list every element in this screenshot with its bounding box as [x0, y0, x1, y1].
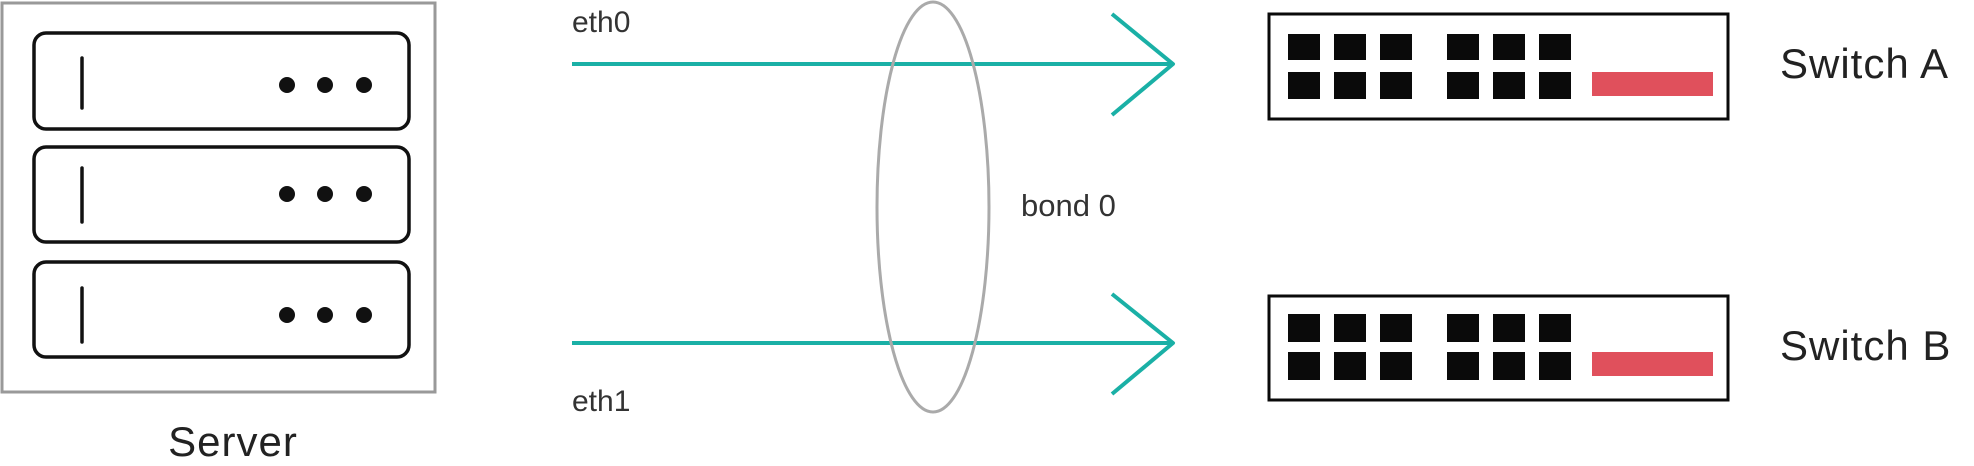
eth0-label: eth0	[572, 6, 630, 39]
switch-port	[1380, 314, 1412, 342]
switch-port	[1539, 72, 1571, 99]
bond: bond 0	[875, 0, 1116, 414]
server: Server	[0, 1, 437, 465]
switch-port	[1539, 352, 1571, 380]
switch-port	[1334, 314, 1366, 342]
switch-a-uplink-bar	[1592, 72, 1713, 96]
server-unit	[32, 31, 411, 131]
switch-b-uplink-bar	[1592, 352, 1713, 376]
switch-b: Switch B	[1267, 294, 1951, 402]
switch-port	[1447, 72, 1479, 99]
switch-b-label: Switch B	[1780, 322, 1951, 369]
switch-b-ports	[1288, 314, 1571, 380]
switch-port	[1334, 34, 1366, 60]
server-unit-body	[32, 145, 411, 244]
link-eth0: eth0	[572, 6, 1175, 117]
switch-port	[1380, 72, 1412, 99]
eth1-arrowhead	[1110, 292, 1175, 396]
switch-a-chassis	[1267, 12, 1730, 121]
switch-port	[1288, 34, 1320, 60]
server-unit-led	[317, 307, 333, 323]
switch-port	[1334, 72, 1366, 99]
bond-ellipse	[875, 0, 991, 414]
server-unit	[32, 145, 411, 244]
switch-port	[1380, 34, 1412, 60]
switch-port	[1539, 34, 1571, 60]
server-unit-led	[356, 186, 372, 202]
switch-port	[1380, 352, 1412, 380]
eth0-arrowhead	[1110, 12, 1175, 117]
server-label: Server	[168, 418, 298, 465]
switch-b-chassis	[1267, 294, 1730, 402]
switch-a: Switch A	[1267, 12, 1949, 121]
switch-a-ports	[1288, 34, 1571, 99]
switch-a-label: Switch A	[1780, 40, 1949, 87]
switch-port	[1447, 352, 1479, 380]
server-unit-led	[279, 186, 295, 202]
switch-port	[1288, 314, 1320, 342]
server-unit-led	[356, 307, 372, 323]
server-unit-led	[317, 186, 333, 202]
server-unit	[32, 260, 411, 359]
switch-port	[1334, 352, 1366, 380]
server-unit-led	[279, 77, 295, 93]
server-unit-led	[279, 307, 295, 323]
switch-port	[1447, 314, 1479, 342]
server-unit-body	[32, 31, 411, 131]
server-unit-body	[32, 260, 411, 359]
switch-port	[1288, 352, 1320, 380]
link-eth1: eth1	[572, 292, 1175, 418]
server-unit-led	[356, 77, 372, 93]
switch-port	[1288, 72, 1320, 99]
switch-port	[1539, 314, 1571, 342]
server-frame	[0, 1, 437, 394]
switch-port	[1447, 34, 1479, 60]
server-unit-led	[317, 77, 333, 93]
switch-port	[1493, 352, 1525, 380]
bond-label: bond 0	[1021, 188, 1116, 223]
eth1-label: eth1	[572, 385, 630, 418]
switch-port	[1493, 34, 1525, 60]
switch-port	[1493, 314, 1525, 342]
switch-port	[1493, 72, 1525, 99]
